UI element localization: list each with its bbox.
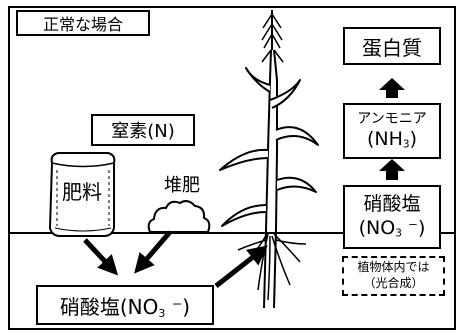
ammonia-sub: 3: [402, 138, 410, 151]
nitrogen-label: 窒素(N): [111, 121, 175, 142]
nitrate-plant-sub: 3: [395, 227, 402, 240]
scene-title-box: 正常な場合: [16, 10, 150, 36]
nitrate-ground-prefix: 硝酸塩(NO: [59, 294, 159, 319]
up-arrow-1: [379, 78, 405, 98]
nitrate-plant-box: 硝酸塩 (NO3 ⁻): [343, 185, 441, 249]
up-arrow-2: [379, 159, 405, 180]
compost-pile-icon: [147, 200, 211, 233]
photosynthesis-line1: 植物体内では: [357, 260, 430, 275]
compost-label: 堆肥: [164, 175, 200, 196]
nitrate-ground-suffix: ⁻): [165, 294, 191, 319]
nitrate-ground-box: 硝酸塩(NO3 ⁻): [36, 285, 214, 325]
fertilizer-label: 肥料: [62, 180, 102, 204]
nitrate-ground-sub: 3: [158, 306, 166, 320]
nitrate-plant-prefix: (NO: [358, 217, 396, 239]
arrow-compost-to-nitrate: [134, 230, 172, 274]
corn-plant-icon: [219, 10, 319, 309]
nitrate-plant-formula: (NO3 ⁻): [359, 217, 426, 241]
protein-label: 蛋白質: [362, 35, 422, 60]
nitrogen-box: 窒素(N): [91, 114, 195, 146]
scene-title: 正常な場合: [42, 15, 123, 34]
nitrate-ground-label: 硝酸塩(NO3 ⁻): [60, 291, 190, 320]
photosynthesis-line2: （光合成）: [363, 276, 424, 290]
nitrate-plant-line1: 硝酸塩: [363, 193, 421, 216]
ammonia-prefix: (NH: [367, 127, 403, 150]
arrow-nitrate-to-root: [214, 245, 268, 288]
photosynthesis-note-box: 植物体内では （光合成）: [342, 256, 445, 296]
ammonia-box: アンモニア (NH3): [343, 103, 441, 159]
ammonia-suffix: ): [409, 127, 417, 150]
protein-box: 蛋白質: [343, 27, 441, 65]
ammonia-formula: (NH3): [367, 128, 417, 151]
fertilizer-bag-icon: [48, 152, 116, 237]
ammonia-line1: アンモニア: [357, 111, 427, 128]
arrow-fertilizer-to-nitrate: [83, 238, 119, 276]
nitrate-plant-suffix: ⁻): [401, 217, 426, 239]
outer-frame: [8, 6, 456, 330]
